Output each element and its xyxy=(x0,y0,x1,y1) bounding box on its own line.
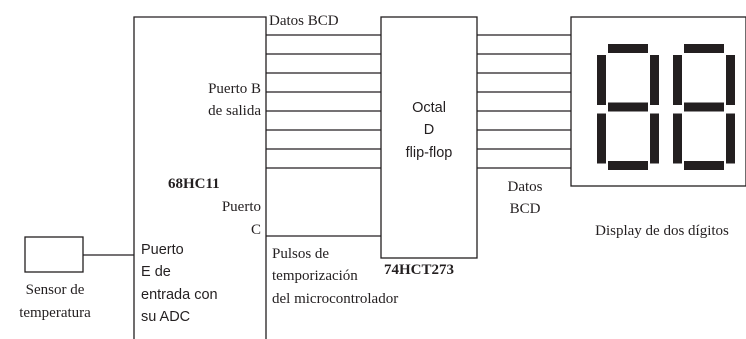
segment-bottom xyxy=(684,161,724,170)
port-b-data-bus xyxy=(266,34,381,169)
microcontroller-block xyxy=(133,16,267,339)
segment-top xyxy=(684,44,724,53)
seven-segment-digit-2 xyxy=(673,44,735,170)
segment-upper-left xyxy=(597,55,606,105)
segment-lower-right xyxy=(726,113,735,164)
puerto-b-label-line1: Puerto B xyxy=(208,81,261,97)
pulsos-label-line1: Pulsos de xyxy=(272,246,329,262)
sensor-label-line1: Sensor de xyxy=(26,282,85,298)
display-caption: Display de dos dígitos xyxy=(595,223,729,239)
segment-middle xyxy=(608,102,648,112)
flipflop-part-number: 74HCT273 xyxy=(384,262,454,278)
flipflop-block xyxy=(380,16,478,259)
octal-label: Octal xyxy=(412,100,446,116)
puerto-e-label-line1: Puerto xyxy=(141,242,184,258)
segment-upper-left xyxy=(673,55,682,105)
flip-flop-label: flip-flop xyxy=(406,145,453,161)
segment-upper-right xyxy=(650,55,659,105)
puerto-e-label-line4: su ADC xyxy=(141,309,190,325)
bcd-data-bus xyxy=(477,34,571,169)
datos-bcd-right-line2: BCD xyxy=(510,201,541,217)
pulsos-label-line2: temporización xyxy=(272,268,358,284)
puerto-b-label-line2: de salida xyxy=(208,103,261,119)
puerto-c-label-line1: Puerto xyxy=(222,199,261,215)
datos-bcd-right-line1: Datos xyxy=(508,179,543,195)
segment-lower-left xyxy=(597,113,606,164)
puerto-e-label-line3: entrada con xyxy=(141,287,218,303)
temperature-sensor-block xyxy=(24,236,84,273)
seven-segment-digit-1 xyxy=(597,44,659,170)
segment-upper-right xyxy=(726,55,735,105)
segment-middle xyxy=(684,102,724,112)
d-label: D xyxy=(424,122,434,138)
segment-bottom xyxy=(608,161,648,170)
datos-bcd-top-label: Datos BCD xyxy=(269,13,339,29)
segment-lower-left xyxy=(673,113,682,164)
segment-lower-right xyxy=(650,113,659,164)
sensor-label-line2: temperatura xyxy=(19,305,91,321)
segment-top xyxy=(608,44,648,53)
pulsos-label-line3: del microcontrolador xyxy=(272,291,398,307)
puerto-c-label-line2: C xyxy=(251,222,261,238)
microcontroller-name-label: 68HC11 xyxy=(168,176,220,192)
puerto-e-label-line2: E de xyxy=(141,264,171,280)
